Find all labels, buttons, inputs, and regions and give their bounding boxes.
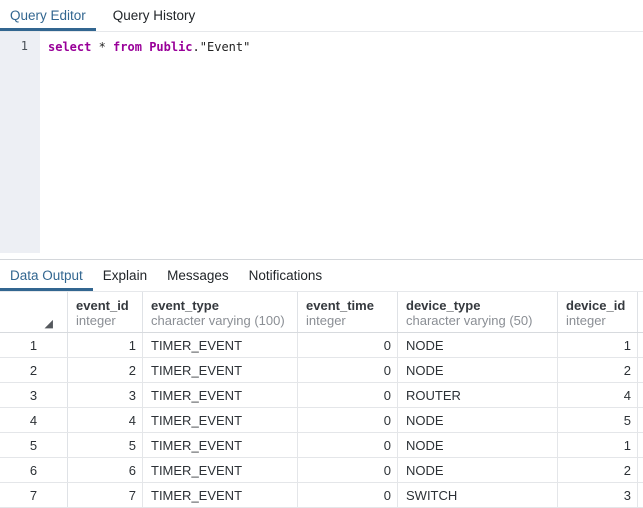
query-editor-tab-bar: Query EditorQuery History [0, 0, 643, 32]
column-type: character varying (100) [151, 313, 289, 328]
table-row: 44TIMER_EVENT0NODE5 [0, 408, 643, 433]
column-name: event_type [151, 298, 289, 313]
tab-data-output[interactable]: Data Output [0, 260, 93, 291]
table-cell[interactable]: 1 [558, 333, 638, 357]
table-cell[interactable]: TIMER_EVENT [143, 333, 298, 357]
row-number[interactable]: 7 [0, 483, 68, 507]
table-cell[interactable]: 0 [298, 408, 398, 432]
table-row: 77TIMER_EVENT0SWITCH3 [0, 483, 643, 508]
tab-notifications[interactable]: Notifications [239, 260, 333, 291]
table-cell[interactable]: 1 [68, 333, 143, 357]
select-all-triangle-icon: ◢ [45, 318, 53, 329]
column-header-event_time[interactable]: event_timeinteger [298, 292, 398, 332]
table-cell[interactable]: 4 [68, 408, 143, 432]
grid-header-row: ◢ event_idintegerevent_typecharacter var… [0, 292, 643, 333]
table-cell[interactable]: TIMER_EVENT [143, 458, 298, 482]
table-row: 66TIMER_EVENT0NODE2 [0, 458, 643, 483]
table-cell[interactable]: 0 [298, 383, 398, 407]
table-cell[interactable]: 2 [558, 358, 638, 382]
data-output-grid: ◢ event_idintegerevent_typecharacter var… [0, 292, 643, 508]
tab-query-editor[interactable]: Query Editor [0, 0, 96, 31]
column-name: event_time [306, 298, 389, 313]
grid-body: 11TIMER_EVENT0NODE122TIMER_EVENT0NODE233… [0, 333, 643, 508]
sql-editor[interactable]: 1 select * from Public."Event" [0, 32, 643, 259]
table-cell[interactable]: 1 [558, 433, 638, 457]
table-cell[interactable]: 2 [68, 358, 143, 382]
table-cell[interactable]: TIMER_EVENT [143, 408, 298, 432]
select-all-corner-cell[interactable]: ◢ [0, 292, 68, 332]
table-cell[interactable]: 6 [68, 458, 143, 482]
tab-messages[interactable]: Messages [157, 260, 239, 291]
row-number[interactable]: 1 [0, 333, 68, 357]
row-number[interactable]: 3 [0, 383, 68, 407]
table-cell[interactable]: SWITCH [398, 483, 558, 507]
sql-token-plain: "Event" [200, 40, 251, 54]
editor-gutter: 1 [0, 32, 40, 253]
column-header-event_id[interactable]: event_idinteger [68, 292, 143, 332]
row-number[interactable]: 5 [0, 433, 68, 457]
column-name: event_id [76, 298, 134, 313]
table-cell[interactable]: TIMER_EVENT [143, 433, 298, 457]
column-header-event_type[interactable]: event_typecharacter varying (100) [143, 292, 298, 332]
table-cell[interactable]: TIMER_EVENT [143, 358, 298, 382]
sql-token-plain: * [91, 40, 113, 54]
line-number: 1 [21, 39, 28, 53]
table-cell[interactable]: 0 [298, 483, 398, 507]
column-name: device_id [566, 298, 629, 313]
table-cell[interactable]: NODE [398, 408, 558, 432]
table-cell[interactable]: 0 [298, 458, 398, 482]
table-cell[interactable]: 3 [68, 383, 143, 407]
column-type: integer [76, 313, 134, 328]
table-cell[interactable]: NODE [398, 433, 558, 457]
column-type: integer [566, 313, 629, 328]
table-cell[interactable]: 5 [68, 433, 143, 457]
sql-token-keyword: Public [149, 40, 192, 54]
table-row: 55TIMER_EVENT0NODE1 [0, 433, 643, 458]
table-cell[interactable]: TIMER_EVENT [143, 383, 298, 407]
column-name: device_type [406, 298, 549, 313]
column-type: integer [306, 313, 389, 328]
row-number[interactable]: 2 [0, 358, 68, 382]
sql-token-plain: . [193, 40, 200, 54]
table-row: 22TIMER_EVENT0NODE2 [0, 358, 643, 383]
row-number[interactable]: 6 [0, 458, 68, 482]
sql-token-keyword: select [48, 40, 91, 54]
table-cell[interactable]: 4 [558, 383, 638, 407]
table-cell[interactable]: 0 [298, 358, 398, 382]
table-cell[interactable]: 0 [298, 333, 398, 357]
table-cell[interactable]: TIMER_EVENT [143, 483, 298, 507]
table-cell[interactable]: NODE [398, 458, 558, 482]
table-cell[interactable]: 5 [558, 408, 638, 432]
table-cell[interactable]: 0 [298, 433, 398, 457]
sql-token-keyword: from [113, 40, 142, 54]
output-tab-bar: Data OutputExplainMessagesNotifications [0, 260, 643, 292]
table-row: 33TIMER_EVENT0ROUTER4 [0, 383, 643, 408]
table-cell[interactable]: NODE [398, 358, 558, 382]
table-cell[interactable]: 2 [558, 458, 638, 482]
table-row: 11TIMER_EVENT0NODE1 [0, 333, 643, 358]
table-cell[interactable]: ROUTER [398, 383, 558, 407]
column-header-device_type[interactable]: device_typecharacter varying (50) [398, 292, 558, 332]
table-cell[interactable]: 3 [558, 483, 638, 507]
column-header-device_id[interactable]: device_idinteger [558, 292, 638, 332]
tab-query-history[interactable]: Query History [103, 0, 206, 31]
table-cell[interactable]: 7 [68, 483, 143, 507]
row-number[interactable]: 4 [0, 408, 68, 432]
column-type: character varying (50) [406, 313, 549, 328]
table-cell[interactable]: NODE [398, 333, 558, 357]
tab-explain[interactable]: Explain [93, 260, 157, 291]
sql-code-line: select * from Public."Event" [48, 39, 250, 55]
